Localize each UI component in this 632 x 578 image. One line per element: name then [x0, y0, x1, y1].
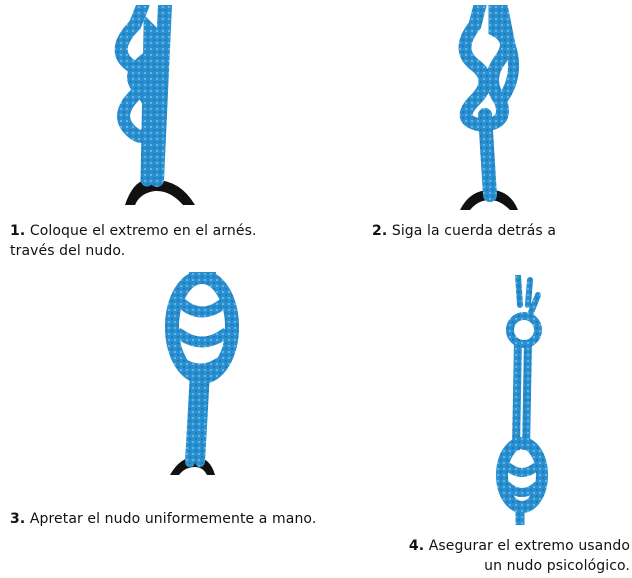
step-3-caption: 3. Apretar el nudo uniformemente a mano. [10, 509, 370, 529]
step-1-caption: 1. Coloque el extremo en el arnés. travé… [10, 221, 340, 261]
step-text-continued: través del nudo. [10, 243, 125, 259]
step-number: 3. [10, 511, 25, 527]
step-4-image [490, 275, 560, 530]
step-text: Siga la cuerda detrás a [392, 223, 556, 239]
step-3-image [155, 272, 255, 477]
step-text-continued: un nudo psicológico. [484, 558, 630, 574]
step-text: Asegurar el extremo usando [429, 538, 630, 554]
step-4-caption: 4. Asegurar el extremo usando un nudo ps… [372, 536, 630, 576]
step-2-caption: 2. Siga la cuerda detrás a [372, 221, 622, 241]
step-number: 2. [372, 223, 387, 239]
step-text: Coloque el extremo en el arnés. [30, 223, 257, 239]
step-number: 1. [10, 223, 25, 239]
step-2-image [440, 5, 540, 215]
step-number: 4. [409, 538, 424, 554]
step-text: Apretar el nudo uniformemente a mano. [30, 511, 317, 527]
step-1-image [95, 5, 215, 210]
